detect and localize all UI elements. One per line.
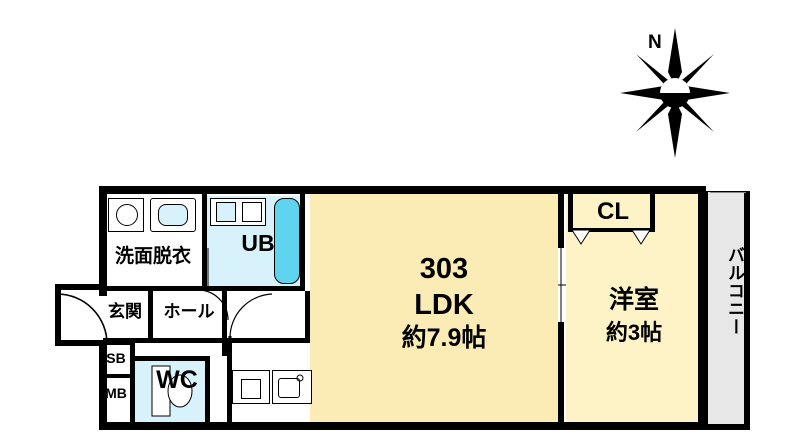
wall-closet-front — [568, 228, 655, 232]
label-ldk-unit: 303 — [419, 253, 469, 285]
ub-vanity-sink — [216, 202, 236, 222]
wall-right — [698, 186, 706, 430]
bath-tub — [274, 198, 300, 284]
wall-ldk-left-upper — [305, 291, 310, 343]
label-sb: SB — [106, 350, 126, 366]
toilet-fixture — [151, 365, 193, 417]
balcony-open-top — [706, 186, 750, 191]
sliding-door-ldk-western — [558, 248, 566, 322]
ldk-door-swing — [228, 293, 273, 340]
entry-recess-left — [55, 284, 61, 346]
ldk-floor — [310, 194, 558, 426]
entry-recess-bottom — [55, 340, 107, 346]
label-hall: ホール — [163, 302, 215, 321]
wall-closet-left — [568, 192, 573, 232]
stove-burner — [241, 379, 261, 399]
label-washroom: 洗面脱衣 — [114, 246, 191, 267]
label-balcony: バルコニー — [725, 246, 744, 336]
wall-ub-bottom — [207, 286, 305, 291]
wall-sb-mb-divider — [99, 374, 134, 378]
entry-recess-top — [55, 284, 107, 290]
sink-basin — [278, 378, 300, 398]
label-ldk-area: 約7.9帖 — [401, 324, 487, 352]
label-closet: CL — [597, 198, 629, 225]
ub-vanity-cabinet — [242, 202, 262, 222]
label-ub: UB — [241, 230, 275, 256]
label-wc: WC — [156, 366, 198, 394]
washer-drum — [116, 204, 138, 226]
wall-left-upper — [99, 186, 107, 296]
label-mb: MB — [105, 385, 127, 401]
label-western-area: 約3帖 — [605, 320, 663, 345]
washroom-door — [207, 248, 209, 288]
wall-genkan-hall — [148, 291, 153, 342]
wall-hall-right-lower — [222, 342, 227, 356]
compass-rose — [620, 28, 730, 158]
wall-genkan-bottom — [103, 338, 227, 343]
balcony-rail — [710, 192, 746, 193]
washroom-door-swing — [197, 289, 229, 321]
wash-basin-bowl — [158, 204, 188, 226]
wall-ldk-left-lower — [227, 338, 232, 428]
wall-western-left-lower — [558, 322, 564, 428]
balcony-outer-wall — [744, 186, 750, 430]
closet-door-marks — [571, 230, 651, 245]
wall-sb-right — [130, 340, 135, 428]
label-western-name: 洋室 — [608, 286, 659, 314]
wall-washroom-ub — [202, 190, 207, 290]
balcony-bottom-wall — [702, 424, 750, 430]
label-ldk-name: LDK — [414, 289, 474, 321]
label-genkan: 玄関 — [108, 302, 142, 321]
compass-north-label: N — [648, 32, 662, 53]
wall-ub-right — [300, 190, 305, 291]
wall-left-lower — [99, 340, 107, 430]
wall-ldk-kitchen-top — [227, 338, 307, 343]
wall-top — [99, 186, 706, 194]
wall-sb-top — [99, 340, 134, 345]
sink-faucet — [296, 374, 304, 382]
wall-bottom — [99, 422, 706, 430]
wall-western-left-upper — [558, 190, 564, 248]
wall-washroom-bottom — [103, 286, 207, 291]
closet-floor — [572, 196, 654, 230]
wall-wc-right — [205, 356, 210, 428]
wall-hall-right-upper — [222, 291, 227, 342]
balcony-area — [706, 190, 750, 426]
wall-closet-right — [650, 192, 655, 232]
wall-wc-top — [130, 356, 210, 361]
entrance-door-swing — [55, 292, 108, 345]
